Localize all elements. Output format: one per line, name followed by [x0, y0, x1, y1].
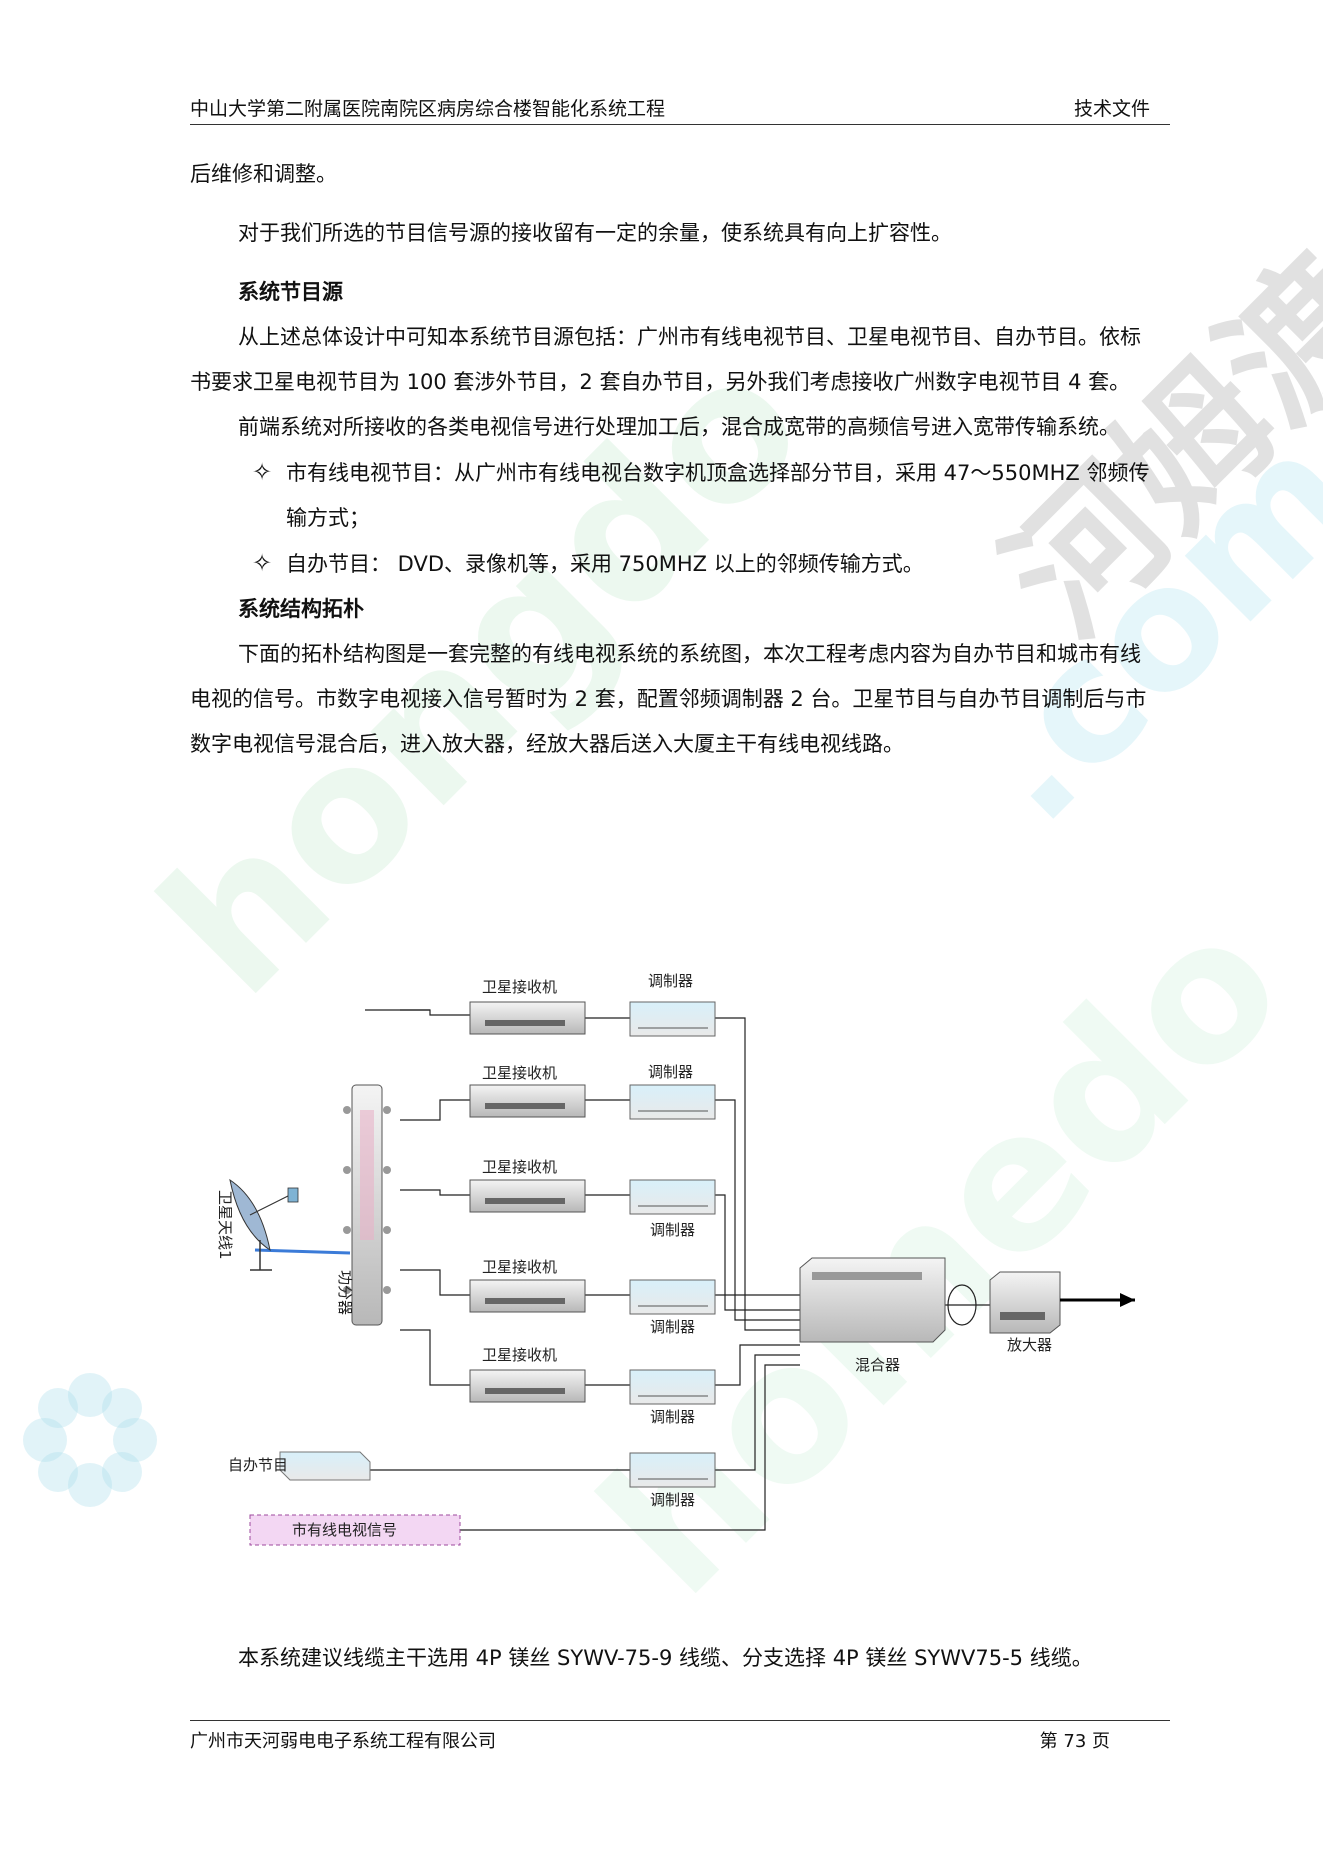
- receiver-label: 卫星接收机: [482, 978, 557, 996]
- bullet-text: 自办节目： DVD、录像机等，采用 750MHZ 以上的邻频传输方式。: [286, 552, 924, 576]
- paragraph: 下面的拓朴结构图是一套完整的有线电视系统的系统图，本次工程考虑内容为自办节目和城…: [190, 642, 1147, 756]
- flower-logo-icon: [23, 1373, 157, 1507]
- paragraph: 本系统建议线缆主干选用 4P 镁丝 SYWV-75-9 线缆、分支选择 4P 镁…: [238, 1646, 1093, 1670]
- modulator-icon: [629, 1369, 716, 1405]
- city-signal-box: [249, 1514, 461, 1546]
- modulator-icon: [629, 1084, 716, 1120]
- dvd-player-icon: [279, 1451, 371, 1481]
- modulator-icon: [629, 1179, 716, 1215]
- paragraph: 后维修和调整。: [190, 162, 337, 186]
- header-title: 中山大学第二附属医院南院区病房综合楼智能化系统工程: [190, 98, 666, 120]
- body-text: 后维修和调整。 对于我们所选的节目信号源的接收留有一定的余量，使系统具有向上扩容…: [190, 152, 1160, 767]
- modulator-icon: [629, 1001, 716, 1037]
- diamond-bullet-icon: ✧: [251, 549, 273, 577]
- antenna-label: 卫星天线1: [216, 1190, 234, 1260]
- satellite-dish-icon: [229, 1178, 299, 1271]
- arrow-right-icon: [1120, 1293, 1135, 1307]
- modulator-label: 调制器: [650, 1318, 695, 1336]
- antenna-feed-line: [254, 1248, 351, 1255]
- page-number: 第 73 页: [1039, 1731, 1110, 1752]
- receiver-icon: [469, 1179, 586, 1213]
- modulator-icon: [629, 1452, 716, 1488]
- self-program-label: 自办节目: [228, 1456, 288, 1474]
- modulator-label: 调制器: [650, 1221, 695, 1239]
- paragraph: 从上述总体设计中可知本系统节目源包括：广州市有线电视节目、卫星电视节目、自办节目…: [190, 325, 1141, 394]
- splitter-label: 功分器: [336, 1270, 354, 1315]
- receiver-icon: [469, 1084, 586, 1118]
- amplifier-label: 放大器: [1007, 1336, 1052, 1354]
- receiver-label: 卫星接收机: [482, 1158, 557, 1176]
- receiver-icon: [469, 1369, 586, 1403]
- receiver-label: 卫星接收机: [482, 1346, 557, 1364]
- footer-company: 广州市天河弱电电子系统工程有限公司: [190, 1731, 496, 1752]
- modulator-label: 调制器: [650, 1408, 695, 1426]
- page-header: 中山大学第二附属医院南院区病房综合楼智能化系统工程 技术文件: [190, 94, 1170, 125]
- bullet-item: ✧ 自办节目： DVD、录像机等，采用 750MHZ 以上的邻频传输方式。: [190, 541, 1160, 587]
- mixer-icon: [799, 1257, 946, 1343]
- modulator-label: 调制器: [648, 972, 693, 990]
- paragraph: 前端系统对所接收的各类电视信号进行处理加工后，混合成宽带的高频信号进入宽带传输系…: [238, 415, 1120, 439]
- diamond-bullet-icon: ✧: [251, 458, 273, 486]
- modulator-icon: [629, 1279, 716, 1315]
- mixer-label: 混合器: [855, 1356, 900, 1374]
- page-footer: 广州市天河弱电电子系统工程有限公司 第 73 页: [190, 1720, 1170, 1752]
- receiver-label: 卫星接收机: [482, 1064, 557, 1082]
- bullet-text: 市有线电视节目：从广州市有线电视台数字机顶盒选择部分节目，采用 47～550MH…: [286, 461, 1150, 530]
- bullet-item: ✧ 市有线电视节目：从广州市有线电视台数字机顶盒选择部分节目，采用 47～550M…: [190, 450, 1160, 541]
- cable-tv-topology-diagram: 卫星天线1 功分器 卫星接收机 卫星接收机 卫星接收机 卫星接收机 卫星接收机 …: [216, 972, 1135, 1546]
- section-heading: 系统节目源: [238, 280, 343, 304]
- receiver-icon: [469, 1001, 586, 1035]
- wiring: [365, 1009, 990, 1531]
- amplifier-icon: [989, 1271, 1061, 1334]
- paragraph: 对于我们所选的节目信号源的接收留有一定的余量，使系统具有向上扩容性。: [238, 221, 952, 245]
- modulator-label: 调制器: [648, 1063, 693, 1081]
- receiver-label: 卫星接收机: [482, 1258, 557, 1276]
- modulator-label: 调制器: [650, 1491, 695, 1509]
- receiver-icon: [469, 1279, 586, 1313]
- city-signal-label: 市有线电视信号: [292, 1521, 397, 1539]
- splitter-icon: [343, 1084, 391, 1326]
- section-heading: 系统结构拓朴: [238, 597, 364, 621]
- header-doc-type: 技术文件: [1073, 98, 1150, 120]
